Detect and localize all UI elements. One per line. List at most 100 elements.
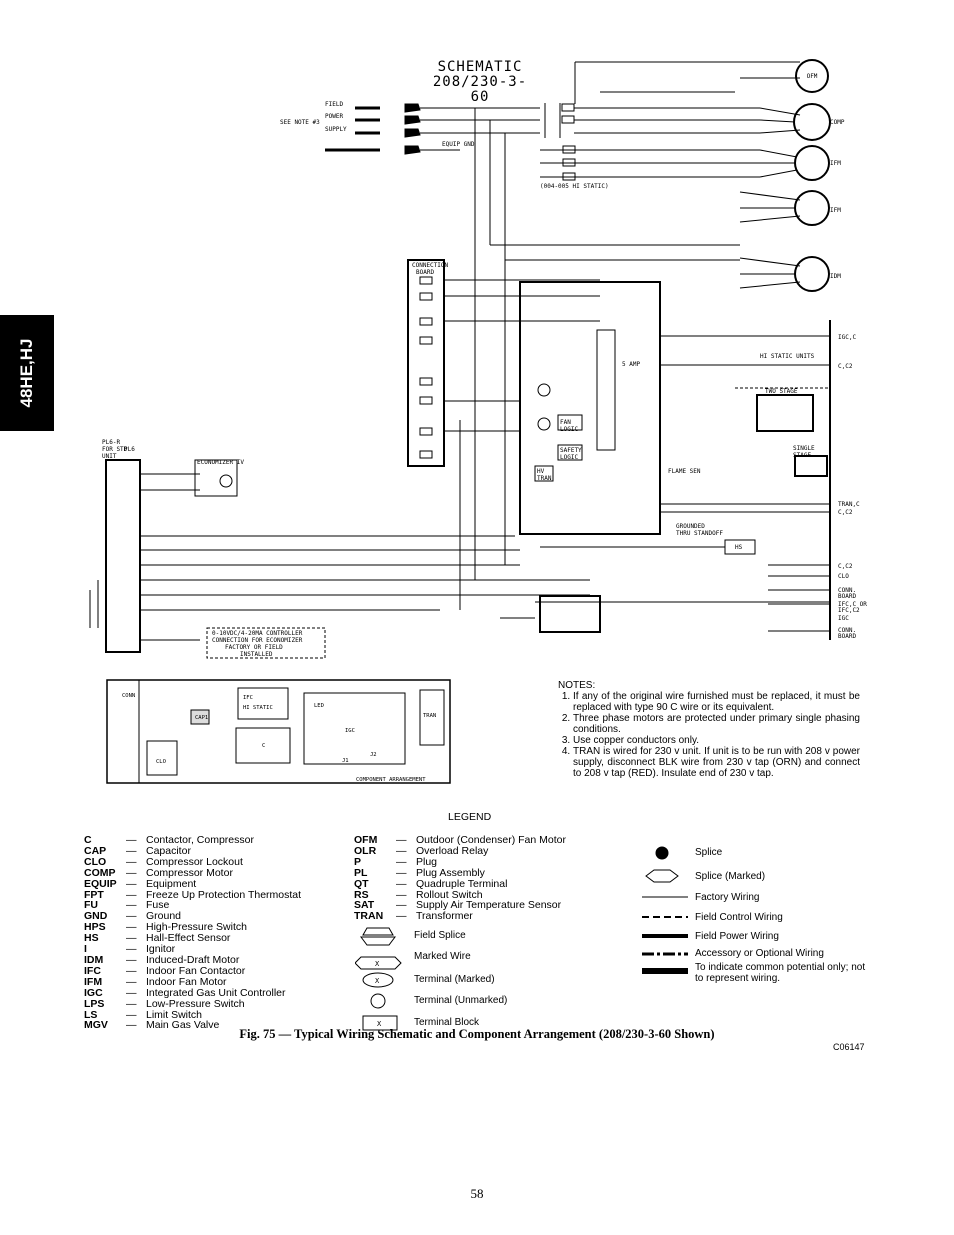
note-item-4: TRAN is wired for 230 v unit. If unit is… bbox=[573, 746, 860, 779]
svg-text:FLAME SEN: FLAME SEN bbox=[668, 468, 701, 475]
legend-heading: LEGEND bbox=[448, 811, 492, 823]
svg-text:LOGIC: LOGIC bbox=[560, 426, 578, 433]
svg-text:FACTORY OR FIELD: FACTORY OR FIELD bbox=[225, 644, 283, 651]
legend-row: RS—Rollout Switch bbox=[354, 888, 483, 901]
svg-text:LOGIC: LOGIC bbox=[560, 454, 578, 461]
field-power-leads bbox=[325, 103, 540, 155]
legend-row: COMP—Compressor Motor bbox=[84, 866, 233, 879]
marked-wire-icon bbox=[355, 956, 402, 970]
legend-symbol-label: Field Splice bbox=[414, 930, 466, 941]
svg-text:TRAN: TRAN bbox=[537, 475, 552, 482]
legend-symbol-label: Accessory or Optional Wiring bbox=[695, 948, 824, 959]
legend-row: FU—Fuse bbox=[84, 899, 170, 912]
svg-text:STAGE: STAGE bbox=[793, 452, 811, 459]
svg-text:TRAN,C: TRAN,C bbox=[838, 501, 860, 508]
svg-text:HS: HS bbox=[735, 544, 743, 551]
svg-text:COMP: COMP bbox=[830, 119, 845, 126]
legend-row: C—Contactor, Compressor bbox=[84, 834, 254, 846]
igc-board bbox=[519, 281, 661, 535]
page-number: 58 bbox=[470, 1186, 484, 1201]
svg-text:CONNECTION: CONNECTION bbox=[412, 262, 449, 269]
legend-row: OFM—Outdoor (Condenser) Fan Motor bbox=[354, 834, 566, 846]
svg-text:PL6-R: PL6-R bbox=[102, 439, 120, 446]
note-item-2: Three phase motors are protected under p… bbox=[573, 713, 860, 735]
svg-text:IFM: IFM bbox=[830, 207, 841, 214]
legend-row: TRAN—Transformer bbox=[354, 910, 473, 923]
svg-text:J2: J2 bbox=[370, 752, 377, 758]
legend-row: SAT—Supply Air Temperature Sensor bbox=[354, 899, 562, 912]
legend-symbol-label: To indicate common potential only; not t… bbox=[695, 962, 866, 984]
connection-board-drawing bbox=[407, 259, 445, 467]
svg-text:ECONOMIZER IV: ECONOMIZER IV bbox=[197, 459, 244, 466]
splice-marked-icon bbox=[645, 869, 679, 883]
svg-text:IGC: IGC bbox=[838, 615, 849, 622]
svg-text:BOARD: BOARD bbox=[838, 593, 856, 600]
svg-text:SEE NOTE #3: SEE NOTE #3 bbox=[280, 119, 320, 126]
legend-row: HS—Hall-Effect Sensor bbox=[84, 932, 231, 945]
svg-text:BOARD: BOARD bbox=[838, 633, 856, 640]
svg-text:C,C2: C,C2 bbox=[838, 363, 853, 370]
legend-row: EQUIP—Equipment bbox=[84, 877, 197, 890]
svg-text:BOARD: BOARD bbox=[416, 269, 434, 276]
svg-text:J1: J1 bbox=[342, 758, 349, 764]
svg-text:FOR STD: FOR STD bbox=[102, 446, 128, 453]
svg-text:HV: HV bbox=[537, 468, 545, 475]
svg-text:POWER: POWER bbox=[325, 113, 343, 120]
schematic-title-line1: SCHEMATIC bbox=[437, 59, 523, 75]
legend-row: OLR—Overload Relay bbox=[354, 844, 489, 857]
legend-column-1: C—Contactor, Compressor CAP—Capacitor CL… bbox=[84, 835, 344, 1031]
svg-text:PL6: PL6 bbox=[124, 446, 135, 453]
svg-text:IDM: IDM bbox=[830, 273, 841, 280]
legend-symbols-mid: X X X bbox=[355, 927, 402, 1031]
svg-text:LED: LED bbox=[314, 703, 324, 709]
section-tab: 48HE,HJ bbox=[0, 315, 54, 431]
legend-symbol-label: Terminal Block bbox=[414, 1017, 480, 1028]
svg-text:IFM: IFM bbox=[830, 160, 841, 167]
legend-symbol-label: Splice bbox=[695, 847, 723, 858]
legend-row: MGV—Main Gas Valve bbox=[84, 1019, 220, 1032]
svg-text:IFC,C2: IFC,C2 bbox=[838, 607, 860, 614]
legend-row: I—Ignitor bbox=[84, 943, 176, 956]
wiring-schematic: OFM COMP IFM IFM IDM HI STATIC UNITS TWO… bbox=[89, 59, 867, 784]
terminal-marked-x: X bbox=[375, 977, 380, 985]
legend-symbols-right bbox=[642, 846, 688, 974]
svg-text:C,C2: C,C2 bbox=[838, 563, 853, 570]
svg-text:CONN: CONN bbox=[122, 693, 135, 699]
figure-caption: Fig. 75 — Typical Wiring Schematic and C… bbox=[239, 1027, 715, 1041]
svg-text:CONN.: CONN. bbox=[838, 587, 856, 594]
svg-text:SAFETY: SAFETY bbox=[560, 447, 582, 454]
svg-text:C: C bbox=[262, 743, 265, 749]
svg-text:SINGLE: SINGLE bbox=[793, 445, 815, 452]
svg-text:(004-005 HI STATIC): (004-005 HI STATIC) bbox=[540, 183, 609, 190]
motor-circles bbox=[793, 59, 831, 292]
svg-text:FAN: FAN bbox=[560, 419, 571, 426]
svg-text:CLO: CLO bbox=[156, 759, 166, 765]
legend-symbol-label: Terminal (Marked) bbox=[414, 974, 495, 985]
splice-icon bbox=[655, 846, 669, 860]
note-item-3: Use copper conductors only. bbox=[573, 735, 860, 746]
contactor-c bbox=[544, 103, 760, 138]
legend-row: LPS—Low-Pressure Switch bbox=[84, 997, 245, 1010]
svg-text:IFC,C OR: IFC,C OR bbox=[838, 601, 867, 608]
legend-row: FPT—Freeze Up Protection Thermostat bbox=[84, 888, 302, 901]
svg-text:GROUNDED: GROUNDED bbox=[676, 523, 705, 530]
svg-text:CONN.: CONN. bbox=[838, 627, 856, 634]
legend-row: QT—Quadruple Terminal bbox=[354, 877, 508, 890]
legend-row: PL—Plug Assembly bbox=[354, 866, 485, 879]
legend-symbol-label: Factory Wiring bbox=[695, 892, 760, 903]
svg-text:SUPPLY: SUPPLY bbox=[325, 126, 347, 133]
schematic-title-line2: 208/230-3-60 bbox=[432, 74, 528, 105]
svg-text:HI STATIC UNITS: HI STATIC UNITS bbox=[760, 353, 815, 360]
notes-heading: NOTES: bbox=[558, 680, 596, 691]
svg-text:THRU STANDOFF: THRU STANDOFF bbox=[676, 530, 723, 537]
svg-text:5 AMP: 5 AMP bbox=[622, 361, 640, 368]
legend-row: IGC—Integrated Gas Unit Controller bbox=[84, 986, 286, 999]
figure-code: C06147 bbox=[833, 1042, 865, 1052]
note-item-1: If any of the original wire furnished mu… bbox=[573, 691, 860, 713]
svg-text:INSTALLED: INSTALLED bbox=[240, 651, 273, 658]
legend-row: CAP—Capacitor bbox=[84, 844, 191, 857]
legend-row: P—Plug bbox=[354, 855, 438, 868]
svg-text:IFC: IFC bbox=[243, 695, 253, 701]
legend-row: GND—Ground bbox=[84, 910, 182, 923]
component-arrangement bbox=[106, 679, 451, 784]
